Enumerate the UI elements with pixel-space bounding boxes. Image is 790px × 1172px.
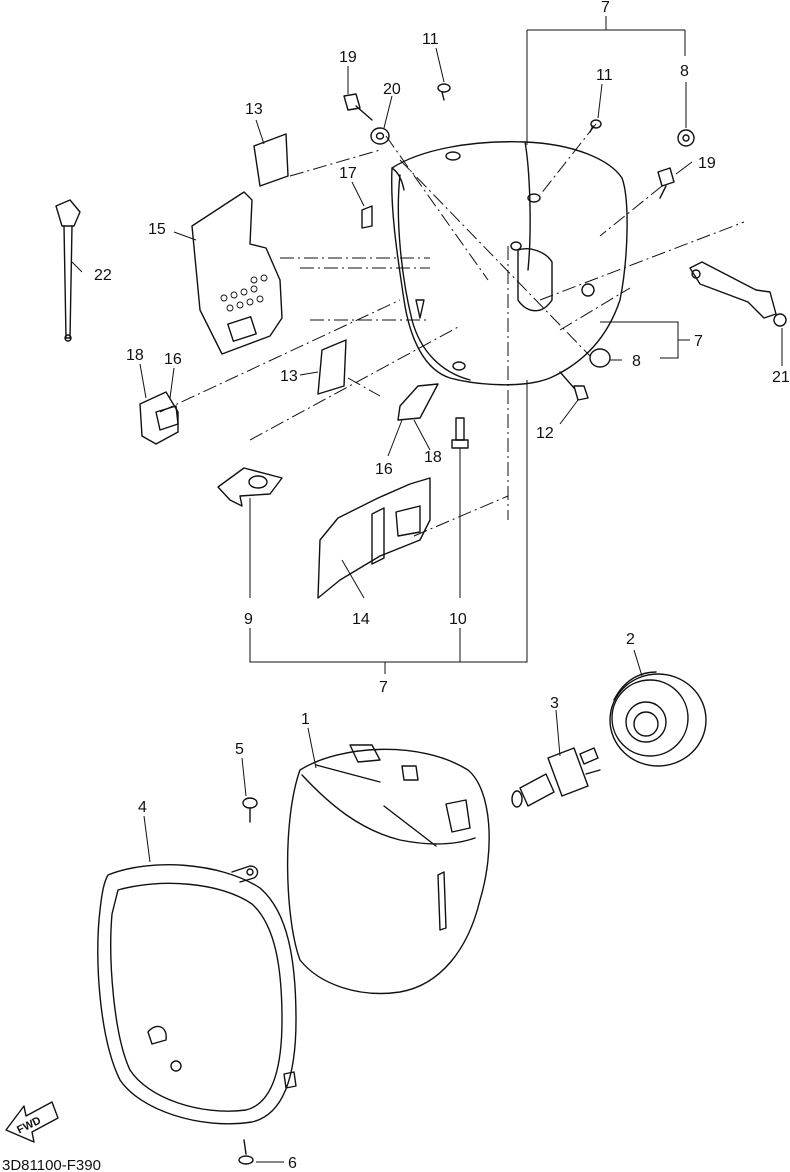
callout-5: 5 [235,741,244,758]
leader-lines [71,47,783,1163]
callout-13-upper: 13 [245,101,263,118]
damper-16-18-left [139,391,179,445]
washer-20 [370,127,390,145]
headlight-case [391,141,628,386]
callout-labels: 1 2 3 4 5 6 7 7 7 8 8 9 10 11 11 12 13 1… [94,0,790,1172]
screw-10 [451,417,469,449]
callout-7-bottom: 7 [379,679,388,696]
fwd-arrow-icon: FWD [5,1101,59,1143]
callout-11-upper: 11 [422,31,439,48]
callout-7-top: 7 [601,0,610,16]
stay-21 [689,261,787,327]
callout-11-right: 11 [596,67,613,84]
grommet-8-upper [677,129,695,147]
callout-12: 12 [536,425,554,442]
callout-14: 14 [352,611,370,628]
cable-tie-22 [55,199,81,342]
callout-16-center: 16 [375,461,393,478]
plate-15-holes [220,274,268,312]
screw-12 [559,371,589,401]
drawing-code: 3D81100-F390 [2,1157,101,1172]
plate-14 [317,477,431,599]
callout-20: 20 [383,81,401,98]
callout-21: 21 [772,369,790,386]
callout-15: 15 [148,221,166,238]
callout-19-right: 19 [698,155,716,172]
assembly-lines [159,123,745,537]
pad-13-lower [317,339,347,395]
bracket-9 [217,467,283,507]
callout-8-upper: 8 [680,63,689,80]
pad-17 [361,205,373,229]
plate-15 [191,191,283,355]
callout-18-left: 18 [126,347,144,364]
callout-1: 1 [301,711,310,728]
callout-7-right: 7 [694,333,703,350]
callout-10: 10 [449,611,467,628]
callout-9: 9 [244,611,253,628]
callout-13-lower: 13 [280,368,298,385]
callout-18-center: 18 [424,449,442,466]
headlight-lens-unit [286,744,490,995]
screw-6 [238,1139,254,1165]
callout-16-left: 16 [164,351,182,368]
callout-6: 6 [288,1155,297,1172]
headlight-rim [97,864,297,1125]
bolt-19-right [657,167,675,199]
grommet-8-lower [589,348,611,368]
damper-16-18-center [397,383,439,421]
callout-3: 3 [550,695,559,712]
callout-22: 22 [94,267,112,284]
screw-5 [242,797,258,823]
callout-17: 17 [339,165,357,182]
group-bracket-7 [249,16,690,674]
bolt-19-left [343,93,373,121]
callout-2: 2 [626,631,635,648]
pad-13-upper [253,133,289,187]
bulb-cover [609,671,707,767]
callout-4: 4 [138,799,147,816]
callout-8-lower: 8 [632,353,641,370]
screw-11-upper [437,83,451,101]
headlight-bulb [511,747,601,808]
callout-19-left: 19 [339,49,357,66]
